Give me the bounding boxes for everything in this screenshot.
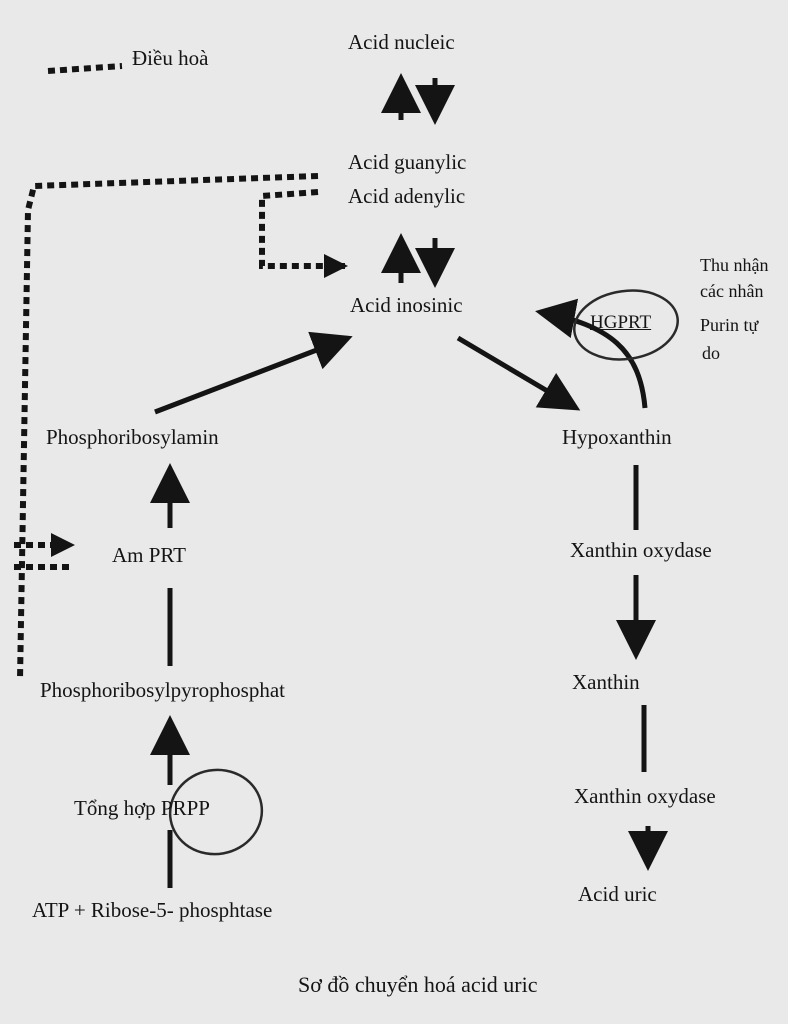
- enzyme-xanthin-oxydase-2: Xanthin oxydase: [574, 784, 716, 808]
- node-phosphoribosylamin: Phosphoribosylamin: [46, 425, 219, 449]
- legend-label: Điều hoà: [132, 46, 209, 70]
- prpp-circle: [168, 768, 264, 856]
- salvage-note-line4: do: [702, 343, 720, 363]
- node-hypoxanthin: Hypoxanthin: [562, 425, 672, 449]
- legend-dotted-line: [47, 63, 123, 74]
- enzyme-hgprt: HGPRT: [590, 312, 652, 333]
- node-xanthin: Xanthin: [572, 670, 640, 694]
- feedback-inner-dotted: [259, 189, 348, 278]
- node-acid-adenylic: Acid adenylic: [348, 184, 466, 208]
- enzyme-xanthin-oxydase-1: Xanthin oxydase: [570, 538, 712, 562]
- node-acid-uric: Acid uric: [578, 882, 657, 906]
- arrow-salvage-hgprt: [535, 298, 648, 409]
- node-acid-guanylic: Acid guanylic: [348, 150, 467, 174]
- hgprt-circle: [573, 289, 679, 361]
- node-acid-inosinic: Acid inosinic: [350, 293, 463, 317]
- salvage-note-line2: các nhân: [700, 281, 764, 301]
- arrow-inosinic-to-hypoxanthin: [456, 335, 581, 411]
- feedback-outer-dotted: [17, 173, 319, 681]
- node-atp-ribose: ATP + Ribose-5- phosphtase: [32, 898, 273, 922]
- salvage-note-line1: Thu nhận: [700, 255, 769, 275]
- diagram-caption: Sơ đồ chuyển hoá acid uric: [298, 972, 538, 997]
- node-acid-nucleic: Acid nucleic: [348, 30, 455, 54]
- enzyme-am-prt: Am PRT: [112, 543, 187, 567]
- node-tong-hop-prpp: Tổng hợp PRPP: [74, 796, 210, 820]
- node-phosphoribosylpyrophosphat: Phosphoribosylpyrophosphat: [40, 678, 286, 702]
- salvage-note-line3: Purin tự: [700, 315, 759, 335]
- arrow-amin-to-inosinic: [154, 331, 353, 415]
